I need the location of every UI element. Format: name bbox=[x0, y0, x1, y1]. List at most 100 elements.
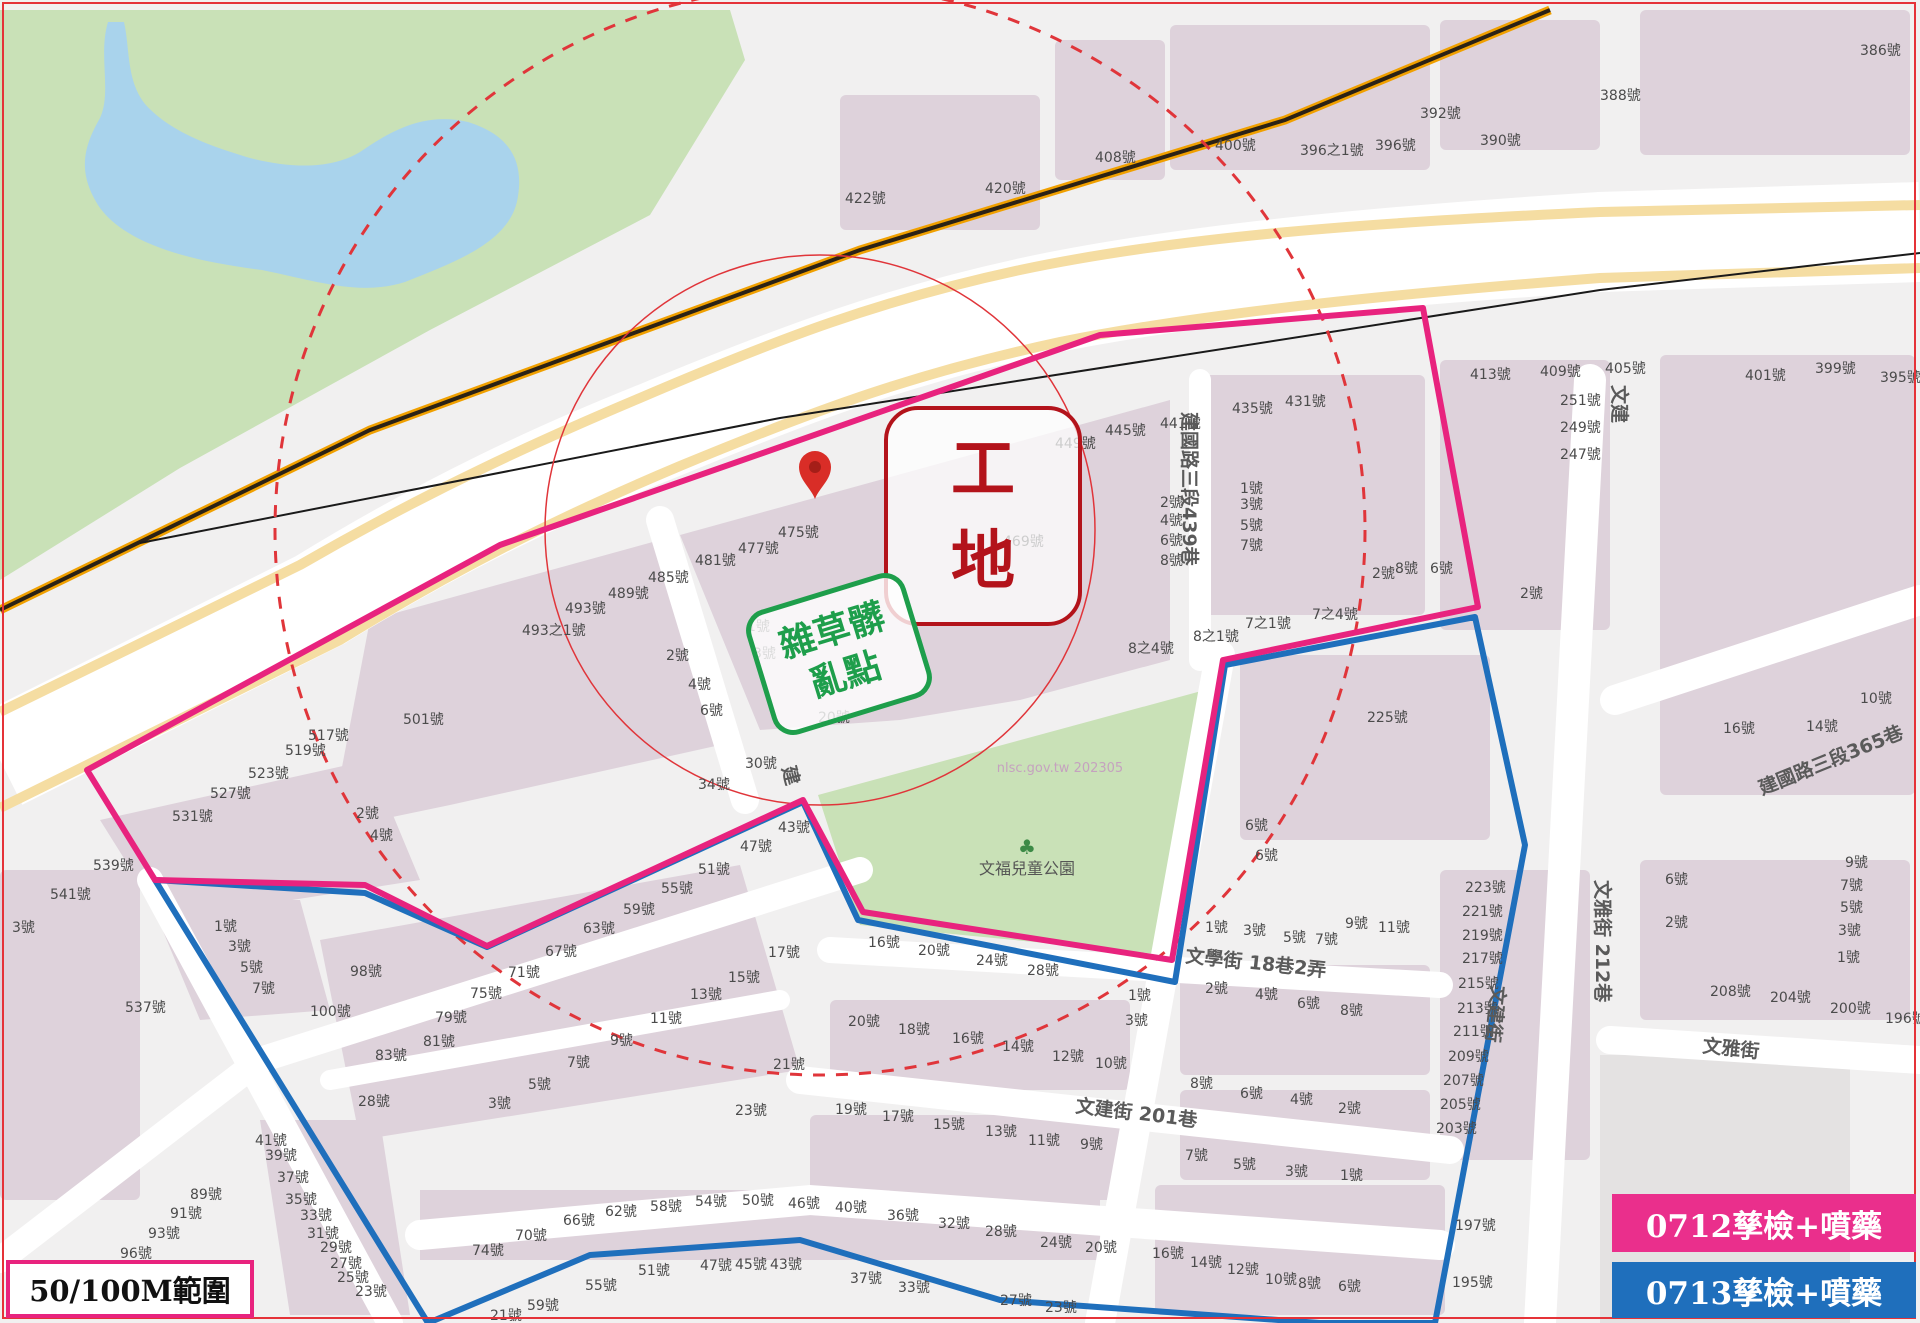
house-number: 489號 bbox=[608, 586, 649, 602]
house-number: 5號 bbox=[528, 1077, 551, 1093]
house-number: 41號 bbox=[255, 1133, 287, 1149]
house-number: 2號 bbox=[1520, 586, 1543, 602]
house-number: 58號 bbox=[650, 1199, 682, 1215]
house-number: 11號 bbox=[650, 1011, 682, 1027]
house-number: 1號 bbox=[1205, 920, 1228, 936]
street-439: 建國路三段439巷 bbox=[1178, 412, 1201, 567]
house-number: 93號 bbox=[148, 1226, 180, 1242]
house-number: 47號 bbox=[740, 839, 772, 855]
watermark: nlsc.gov.tw 202305 bbox=[997, 761, 1123, 776]
house-number: 2號 bbox=[1205, 981, 1228, 997]
location-pin-icon[interactable] bbox=[797, 450, 833, 500]
house-number: 51號 bbox=[698, 862, 730, 878]
house-number: 16號 bbox=[952, 1031, 984, 1047]
house-number: 204號 bbox=[1770, 990, 1811, 1006]
house-number: 8號 bbox=[1298, 1276, 1321, 1292]
house-number: 16號 bbox=[1723, 721, 1755, 737]
house-number: 7號 bbox=[1240, 538, 1263, 554]
house-number: 4號 bbox=[1290, 1092, 1313, 1108]
house-number: 55號 bbox=[661, 881, 693, 897]
site-label: 工地 bbox=[884, 406, 1082, 626]
house-number: 28號 bbox=[985, 1224, 1017, 1240]
house-number: 475號 bbox=[778, 525, 819, 541]
house-number: 15號 bbox=[933, 1117, 965, 1133]
house-number: 13號 bbox=[985, 1124, 1017, 1140]
house-number: 386號 bbox=[1860, 43, 1901, 59]
house-number: 32號 bbox=[938, 1216, 970, 1232]
house-number: 31號 bbox=[307, 1226, 339, 1242]
house-number: 2號 bbox=[1338, 1101, 1361, 1117]
house-number: 24號 bbox=[1040, 1235, 1072, 1251]
house-number: 91號 bbox=[170, 1206, 202, 1222]
house-number: 83號 bbox=[375, 1048, 407, 1064]
house-number: 39號 bbox=[265, 1148, 297, 1164]
house-number: 27號 bbox=[330, 1256, 362, 1272]
house-number: 207號 bbox=[1443, 1073, 1484, 1089]
house-number: 20號 bbox=[1085, 1240, 1117, 1256]
house-number: 396之1號 bbox=[1300, 143, 1364, 159]
house-number: 6號 bbox=[700, 703, 723, 719]
house-number: 390號 bbox=[1480, 133, 1521, 149]
house-number: 59號 bbox=[527, 1298, 559, 1314]
house-number: 21號 bbox=[773, 1057, 805, 1073]
house-number: 527號 bbox=[210, 786, 251, 802]
house-number: 6號 bbox=[1297, 996, 1320, 1012]
house-number: 20號 bbox=[918, 943, 950, 959]
house-number: 7號 bbox=[252, 981, 275, 997]
expressway-lane-n bbox=[0, 200, 1920, 717]
house-number: 219號 bbox=[1462, 928, 1503, 944]
house-number: 223號 bbox=[1465, 880, 1506, 896]
house-number: 2號 bbox=[1665, 915, 1688, 931]
house-number: 5號 bbox=[1283, 930, 1306, 946]
house-number: 37號 bbox=[277, 1170, 309, 1186]
house-number: 6號 bbox=[1665, 872, 1688, 888]
house-number: 55號 bbox=[585, 1278, 617, 1294]
house-number: 63號 bbox=[583, 921, 615, 937]
house-number: 481號 bbox=[695, 553, 736, 569]
house-number: 30號 bbox=[745, 756, 777, 772]
house-number: 539號 bbox=[93, 858, 134, 874]
house-number: 493號 bbox=[565, 601, 606, 617]
house-number: 5號 bbox=[240, 960, 263, 976]
pond bbox=[84, 22, 520, 288]
area-0712-boundary bbox=[84, 305, 1481, 963]
house-number: 7號 bbox=[567, 1055, 590, 1071]
house-number: 7號 bbox=[1315, 932, 1338, 948]
house-number: 420號 bbox=[985, 181, 1026, 197]
house-number: 1號 bbox=[1837, 950, 1860, 966]
house-number: 7之4號 bbox=[1312, 607, 1358, 623]
house-number: 35號 bbox=[285, 1192, 317, 1208]
house-number: 67號 bbox=[545, 944, 577, 960]
house-number: 431號 bbox=[1285, 394, 1326, 410]
house-number: 217號 bbox=[1462, 951, 1503, 967]
house-number: 221號 bbox=[1462, 904, 1503, 920]
house-number: 5號 bbox=[1233, 1157, 1256, 1173]
house-number: 8之1號 bbox=[1193, 629, 1239, 645]
house-number: 1號 bbox=[1340, 1168, 1363, 1184]
house-number: 400號 bbox=[1215, 138, 1256, 154]
house-number: 8號 bbox=[1395, 561, 1418, 577]
house-number: 14號 bbox=[1806, 719, 1838, 735]
house-number: 89號 bbox=[190, 1187, 222, 1203]
house-number: 517號 bbox=[308, 728, 349, 744]
house-number: 18號 bbox=[898, 1022, 930, 1038]
house-number: 20號 bbox=[848, 1014, 880, 1030]
house-number: 399號 bbox=[1815, 361, 1856, 377]
house-number: 70號 bbox=[515, 1228, 547, 1244]
house-number: 34號 bbox=[698, 777, 730, 793]
house-number: 3號 bbox=[1838, 923, 1861, 939]
house-number: 1號 bbox=[1128, 988, 1151, 1004]
house-number: 23號 bbox=[1045, 1300, 1077, 1316]
house-number: 409號 bbox=[1540, 364, 1581, 380]
house-number: 9號 bbox=[610, 1033, 633, 1049]
house-number: 541號 bbox=[50, 887, 91, 903]
house-number: 13號 bbox=[690, 987, 722, 1003]
legend-0713: 0713孳檢+噴藥 bbox=[1612, 1262, 1916, 1318]
house-number: 531號 bbox=[172, 809, 213, 825]
house-number: 441號 bbox=[1160, 416, 1201, 432]
house-number: 197號 bbox=[1455, 1218, 1496, 1234]
house-number: 195號 bbox=[1452, 1275, 1493, 1291]
house-number: 11號 bbox=[1378, 920, 1410, 936]
house-number: 4號 bbox=[1160, 513, 1183, 529]
